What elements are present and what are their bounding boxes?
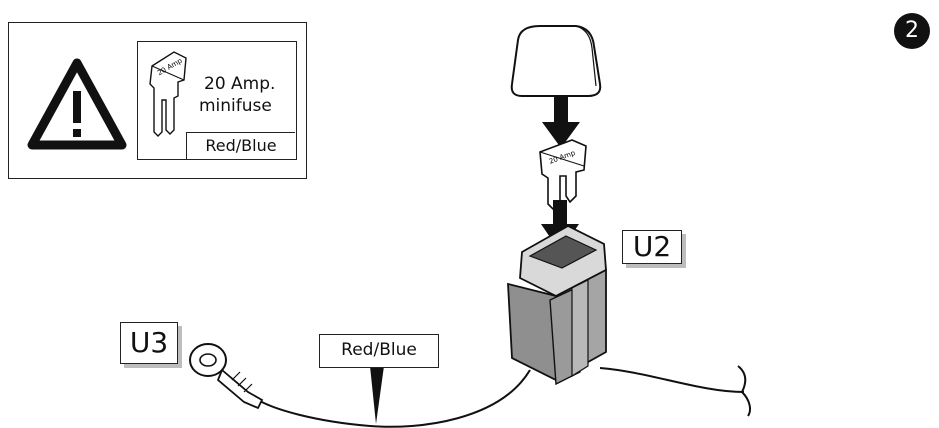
warning-box: 20 Amp 20 Amp. minifuse Red/Blue: [8, 22, 307, 179]
warning-triangle-icon: [27, 58, 127, 150]
fuse-cap: [510, 25, 602, 97]
step-number-badge: 2: [894, 13, 930, 49]
fuse-holder: [507, 224, 607, 386]
callout-u3: U3: [120, 322, 178, 364]
minifuse-part: 20 Amp: [539, 139, 587, 212]
ring-terminal: [189, 343, 264, 410]
fuse-spec-panel: 20 Amp 20 Amp. minifuse Red/Blue: [137, 41, 297, 160]
insert-arrow-cap: [542, 96, 580, 148]
wire-label-pointer: [370, 366, 384, 424]
fuse-rating-line2: minifuse: [199, 96, 272, 116]
fuse-rating-line1: 20 Amp.: [204, 74, 276, 94]
wire-harness: [251, 365, 751, 428]
wire-color-tag: Red/Blue: [186, 132, 295, 159]
callout-u2: U2: [622, 230, 682, 264]
wire-color-label: Red/Blue: [319, 334, 439, 368]
minifuse-icon: 20 Amp: [149, 51, 187, 137]
